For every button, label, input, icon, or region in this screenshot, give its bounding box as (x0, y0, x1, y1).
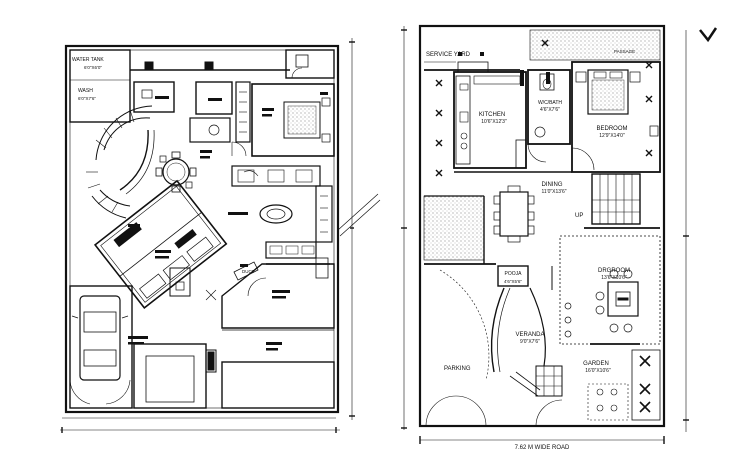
label-veranda: VERANDA (515, 332, 545, 338)
label-parking: PARKING (444, 366, 471, 372)
label-passage: PASSAGE (614, 49, 636, 54)
right-floor-plan (401, 24, 689, 444)
label-water-tank: WATER TANK (72, 57, 104, 63)
label-bedroom-dim: 12'9"X14'0" (599, 133, 625, 139)
label-drgroom-dim: 13'6"X10'6" (601, 275, 627, 281)
label-drgroom: DRGROOM (598, 268, 630, 274)
label-water-tank-dim: 6'0"X6'0" (84, 65, 102, 70)
label-service-yard: SERVICE YARD (426, 52, 471, 58)
label-bedroom: BEDROOM (596, 126, 628, 132)
label-kitchen-dim: 10'6"X12'3" (481, 119, 507, 125)
label-pooja: POOJA (504, 271, 522, 277)
label-dining-dim: 11'0"X13'6" (541, 189, 567, 195)
corner-check-mark (699, 27, 718, 43)
label-pooja-dim: 4'6"X5'6" (504, 279, 522, 284)
label-wc-bath-dim: 4'6"X7'6" (540, 107, 560, 113)
label-wc-bath: W/C/BATH (537, 100, 563, 106)
label-veranda-dim: 9'0"X7'6" (520, 339, 540, 345)
label-garden: GARDEN (583, 361, 609, 367)
label-up: UP (575, 213, 584, 219)
label-road: 7.62 M WIDE ROAD (514, 445, 570, 451)
label-wash-dim: 6'0"X7'6" (78, 96, 96, 101)
leader-line (337, 193, 381, 237)
label-dining: DINING (541, 182, 563, 188)
label-duct: DUCT (242, 269, 255, 274)
left-floor-plan (60, 38, 355, 433)
label-kitchen: KITCHEN (478, 112, 506, 118)
label-garden-dim: 16'0"X10'6" (585, 368, 611, 374)
label-wash: WASH (78, 88, 93, 94)
